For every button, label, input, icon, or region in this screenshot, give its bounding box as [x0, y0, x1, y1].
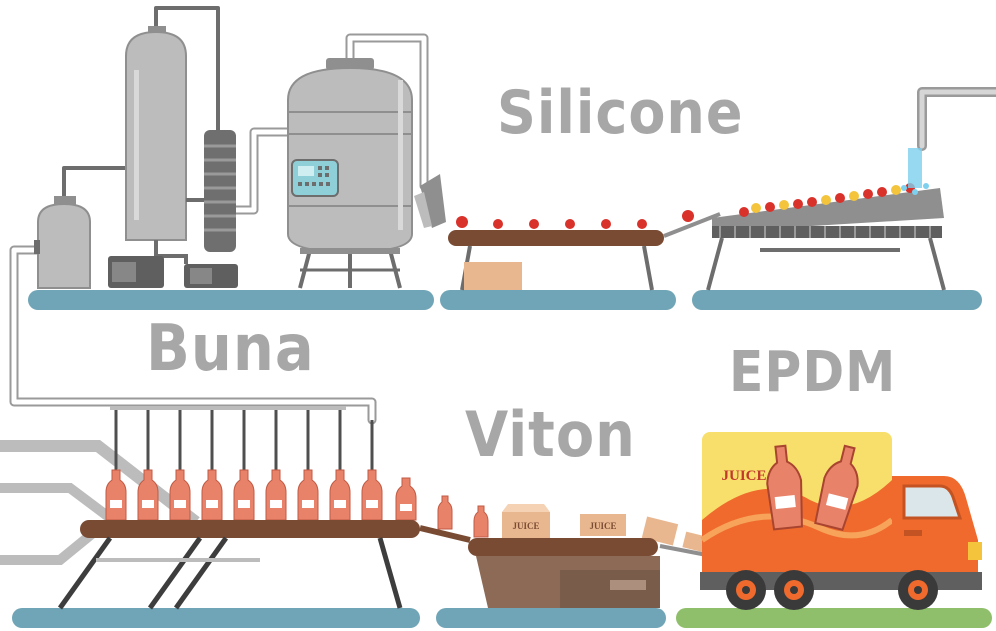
label-buna: Buna	[146, 312, 315, 386]
sorting-conveyor	[448, 210, 721, 291]
box-label-1: JUICE	[512, 521, 539, 531]
floor-bottom-right	[676, 608, 992, 628]
pipe-small-tank	[62, 166, 130, 202]
label-viton: Viton	[465, 398, 636, 471]
pipe-to-big-tank	[231, 127, 295, 215]
floor-bottom-middle	[436, 608, 666, 628]
water-stream	[901, 148, 929, 195]
floor-top-right	[692, 290, 982, 310]
mixing-tank	[287, 58, 413, 289]
bottling-line	[0, 406, 420, 610]
floor-top-left	[28, 290, 434, 310]
tank-control-panel	[291, 159, 339, 197]
delivery-truck: JUICE	[700, 432, 982, 610]
label-epdm: EPDM	[729, 340, 897, 405]
cardboard-box-top	[464, 262, 522, 290]
packing-station: JUICE JUICE	[419, 495, 713, 608]
label-silicone: Silicone	[497, 78, 744, 148]
truck-window	[902, 484, 963, 520]
truck-wheels	[726, 570, 938, 610]
truck-brand-text: JUICE	[721, 468, 766, 484]
box-label-2: JUICE	[589, 521, 616, 531]
funnel	[414, 174, 446, 228]
floor-top-middle	[440, 290, 676, 310]
pipes	[9, 6, 996, 425]
floor-bottom-left	[12, 608, 420, 628]
distillation-column	[108, 26, 238, 288]
floor-platforms	[12, 290, 992, 628]
fruit-pile	[739, 183, 915, 217]
pipe-water-faucet	[917, 87, 996, 151]
small-tank	[34, 196, 91, 289]
pipe-column-top	[154, 6, 220, 134]
washing-conveyor	[706, 148, 946, 291]
juice-bottles	[105, 469, 417, 521]
